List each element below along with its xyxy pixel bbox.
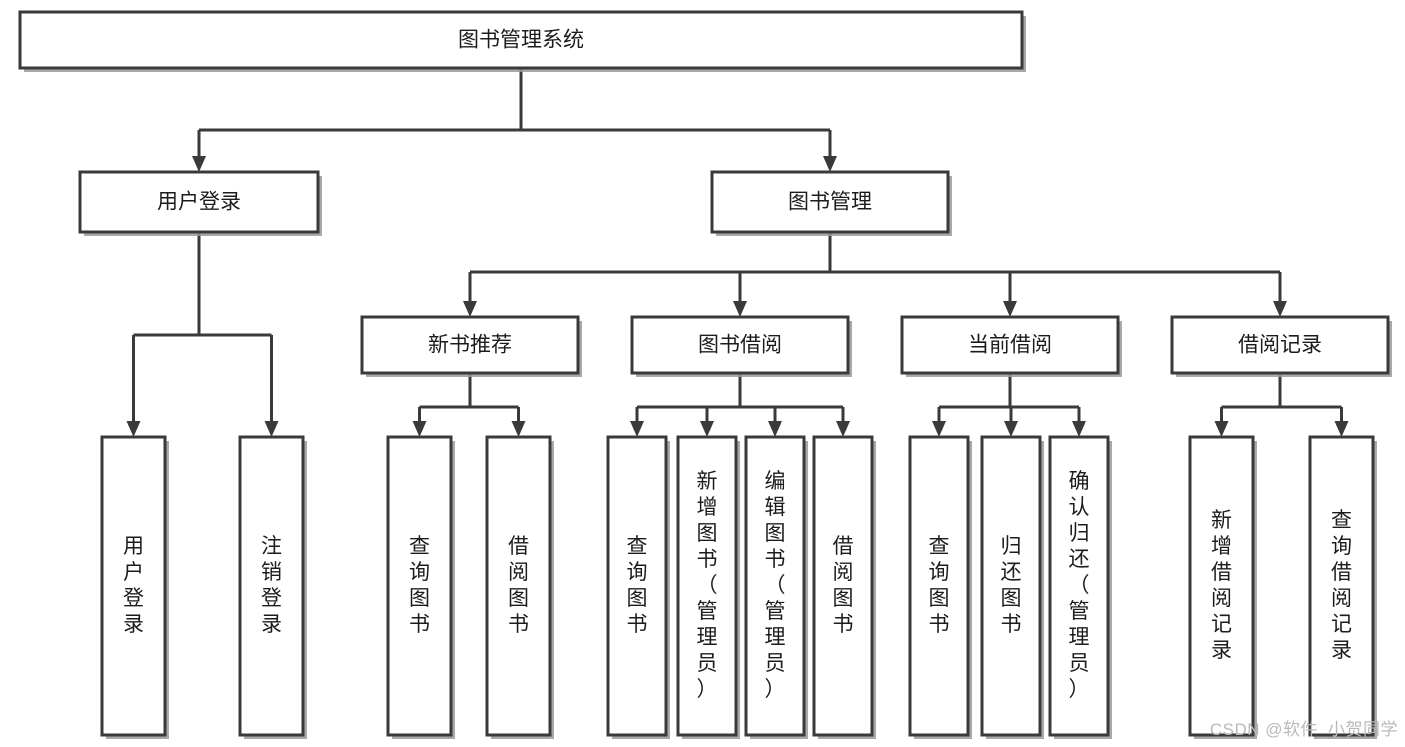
csdn-watermark: CSDN @软件_小贺同学 (1210, 720, 1398, 739)
arrow-head-icon (630, 421, 644, 437)
node-cb-return-book[interactable]: 归还图书 (980, 435, 1044, 739)
arrow-head-icon (1072, 421, 1086, 437)
node-user-logout[interactable]: 注销登录 (238, 435, 307, 739)
node-label: 借阅记录 (1238, 334, 1322, 357)
node-br-add-record[interactable]: 新增借阅记录 (1188, 435, 1257, 739)
node-root[interactable]: 图书管理系统 (18, 10, 1026, 72)
node-label: 新书推荐 (428, 334, 512, 357)
node-bb-add-book[interactable]: 新增图书（管理员） (676, 435, 740, 739)
node-label: 借阅图书 (833, 535, 854, 636)
arrow-head-icon (1214, 421, 1229, 437)
node-new-book-recommend[interactable]: 新书推荐 (360, 315, 582, 377)
node-borrow-record[interactable]: 借阅记录 (1170, 315, 1392, 377)
node-user-login-do[interactable]: 用户登录 (100, 435, 169, 739)
node-cb-confirm-return[interactable]: 确认归还（管理员） (1048, 435, 1112, 739)
node-br-query-record[interactable]: 查询借阅记录 (1308, 435, 1377, 739)
node-bb-borrow-book[interactable]: 借阅图书 (812, 435, 876, 739)
arrow-head-icon (1334, 421, 1349, 437)
arrow-head-icon (836, 421, 850, 437)
node-label: 查询借阅记录 (1331, 509, 1352, 662)
arrow-head-icon (768, 421, 782, 437)
node-label: 确认归还（管理员） (1069, 470, 1090, 701)
arrow-head-icon (823, 156, 837, 172)
arrow-head-icon (932, 421, 946, 437)
node-current-borrow[interactable]: 当前借阅 (900, 315, 1122, 377)
arrow-head-icon (1273, 301, 1287, 317)
node-bb-query-book[interactable]: 查询图书 (606, 435, 670, 739)
node-label: 查询图书 (409, 535, 430, 636)
node-user-login[interactable]: 用户登录 (78, 170, 322, 236)
node-nbr-borrow-book[interactable]: 借阅图书 (485, 435, 554, 739)
node-label: 图书借阅 (698, 334, 782, 357)
node-label: 借阅图书 (508, 535, 529, 636)
node-label: 新增借阅记录 (1211, 509, 1232, 662)
node-label: 图书管理 (788, 191, 872, 214)
arrow-head-icon (700, 421, 714, 437)
node-nbr-query-book[interactable]: 查询图书 (386, 435, 455, 739)
arrow-head-icon (1004, 421, 1018, 437)
arrow-head-icon (192, 156, 206, 172)
node-label: 查询图书 (627, 535, 648, 636)
arrow-head-icon (511, 421, 526, 437)
arrow-head-icon (733, 301, 747, 317)
node-label: 图书管理系统 (458, 29, 584, 52)
arrow-head-icon (264, 421, 279, 437)
arrow-head-icon (463, 301, 477, 317)
node-label: 新增图书（管理员） (697, 470, 718, 701)
arrow-head-icon (126, 421, 141, 437)
node-label: 编辑图书（管理员） (765, 470, 786, 701)
node-label: 查询图书 (929, 535, 950, 636)
arrow-head-icon (1003, 301, 1017, 317)
node-cb-query-book[interactable]: 查询图书 (908, 435, 972, 739)
node-label: 用户登录 (123, 535, 144, 636)
node-book-borrow[interactable]: 图书借阅 (630, 315, 852, 377)
arrow-head-icon (412, 421, 427, 437)
node-book-manage[interactable]: 图书管理 (710, 170, 952, 236)
connectors-layer (126, 68, 1349, 437)
node-label: 用户登录 (157, 191, 241, 214)
node-label: 当前借阅 (968, 334, 1052, 357)
node-label: 归还图书 (1001, 535, 1022, 636)
nodes-layer: 图书管理系统用户登录用户登录注销登录图书管理新书推荐查询图书借阅图书图书借阅查询… (18, 10, 1392, 739)
node-label: 注销登录 (261, 535, 282, 636)
node-bb-edit-book[interactable]: 编辑图书（管理员） (744, 435, 808, 739)
